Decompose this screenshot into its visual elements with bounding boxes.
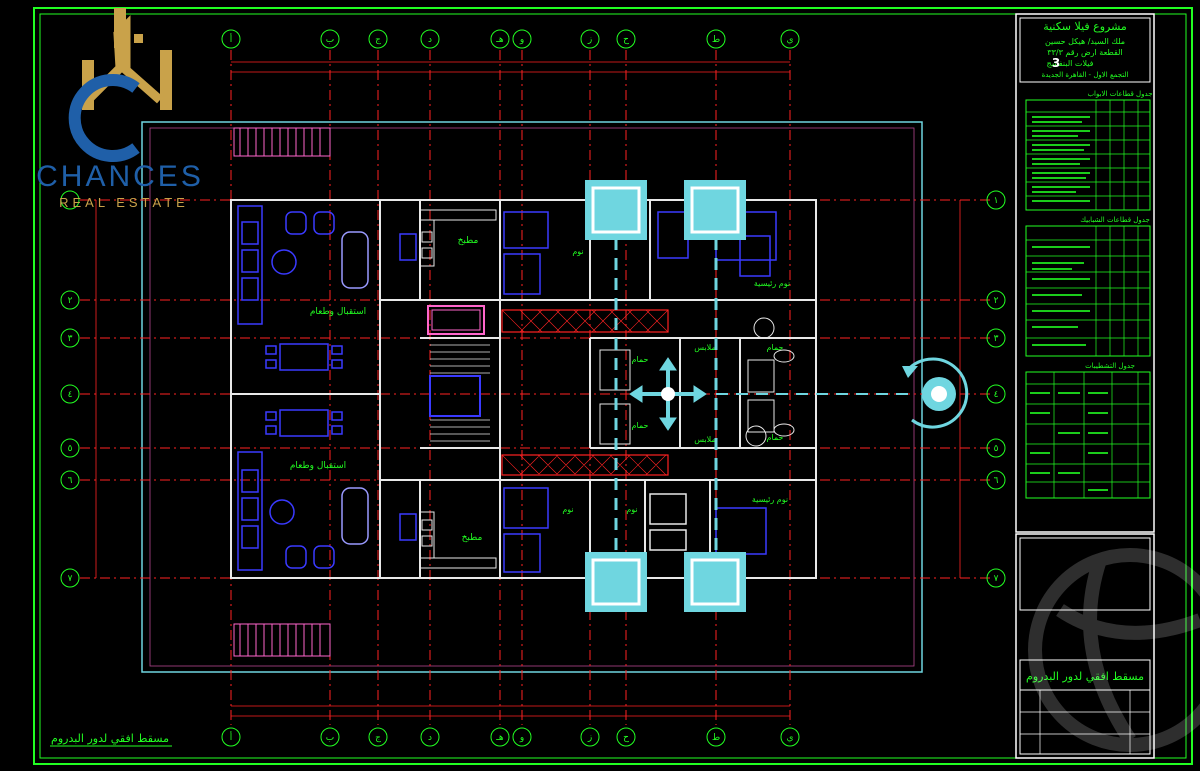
grid-label-left: ٧ xyxy=(68,574,73,584)
grid-label-bottom: ج xyxy=(375,733,381,743)
drawing-caption: مسقط افقي لدور البدروم xyxy=(51,732,169,745)
side-grid-bubbles xyxy=(60,190,1006,588)
grid-label-top: هـ xyxy=(495,35,504,45)
grid-label-top: ح xyxy=(623,35,629,45)
district-name: فيلات البنفسج xyxy=(1047,59,1094,68)
room-label-master-bedroom: نوم رئيسية xyxy=(752,495,788,504)
room-label-kitchen: مطبخ xyxy=(462,533,483,543)
finishes-table xyxy=(1025,371,1151,499)
room-label-kitchen: مطبخ xyxy=(458,236,479,246)
hotspot-bottom-left[interactable] xyxy=(585,552,647,612)
hotspot-top-left[interactable] xyxy=(585,180,647,240)
room-label-reception: استقبال وطعام xyxy=(290,461,346,471)
grid-label-bottom: أ xyxy=(230,731,233,743)
logo-brand-text: CHANCES xyxy=(36,160,204,193)
entrance-steps xyxy=(233,127,331,657)
windows-table xyxy=(1025,225,1151,357)
grid-label-bottom: و xyxy=(519,733,524,743)
room-label-bedroom: نوم xyxy=(572,247,583,256)
room-label-reception: استقبال وطعام xyxy=(310,307,366,317)
grid-label-top: و xyxy=(519,35,524,45)
grid-label-bottom: د xyxy=(428,733,432,743)
grid-lines xyxy=(80,50,990,725)
sheet-title: مسقط افقي لدور البدروم xyxy=(1026,670,1144,683)
grid-label-top: ز xyxy=(587,35,592,45)
grid-label-bottom: ط xyxy=(712,733,720,743)
grid-label-left: ٣ xyxy=(68,334,73,344)
grid-label-bottom: هـ xyxy=(495,733,504,743)
grid-label-left: ٢ xyxy=(68,296,73,306)
grid-label-top: ب xyxy=(326,35,334,45)
grid-label-top: د xyxy=(428,35,432,45)
grid-label-right: ١ xyxy=(994,196,999,206)
grid-label-top: ي xyxy=(786,35,793,45)
grid-label-bottom: ب xyxy=(326,733,334,743)
room-label-bathroom: حمام xyxy=(632,355,649,364)
grid-label-left: ٤ xyxy=(68,390,73,400)
room-label-bedroom: نوم xyxy=(562,505,573,514)
grid-label-right: ٣ xyxy=(994,334,999,344)
grid-label-right: ٥ xyxy=(994,444,999,454)
room-label-dressing: ملابس xyxy=(694,435,715,444)
windows-table-title: جدول قطاعات الشبابيك xyxy=(1080,216,1150,224)
owner-name: ملك السيد/ هيكل حسين xyxy=(1045,37,1125,46)
staircase xyxy=(429,344,490,442)
grid-label-bottom: ز xyxy=(587,733,592,743)
grid-label-right: ٢ xyxy=(994,296,999,306)
grid-label-right: ٦ xyxy=(994,476,999,486)
project-name: مشروع فيلا سكنية xyxy=(1043,20,1127,33)
finishes-table-title: جدول التشطيبات xyxy=(1085,362,1135,370)
doors-table-title: جدول قطاعات الابواب xyxy=(1087,90,1152,98)
area-name: التجمع الاول - القاهرة الجديدة xyxy=(1042,71,1129,79)
hotspot-bottom-right[interactable] xyxy=(684,552,746,612)
doors-table xyxy=(1025,99,1151,211)
building-walls xyxy=(230,199,817,579)
grid-label-top: ج xyxy=(375,35,381,45)
plot-number: القطعة ارض رقم ٣٣/٣ xyxy=(1047,48,1122,57)
district-number: 3 xyxy=(1052,56,1060,70)
top-grid-bubbles xyxy=(221,29,800,747)
move-arrows-icon[interactable] xyxy=(629,357,707,431)
logo-sub-text: REAL ESTATE xyxy=(59,195,189,210)
grid-label-bottom: ح xyxy=(623,733,629,743)
sheet-border-outer xyxy=(33,7,1193,765)
hotspot-guides xyxy=(614,238,910,556)
room-label-bathroom: حمام xyxy=(767,433,784,442)
grid-label-bottom: ي xyxy=(786,733,793,743)
grid-label-top: أ xyxy=(230,33,233,45)
room-label-bathroom: حمام xyxy=(767,343,784,352)
room-label-master-bedroom: نوم رئيسية xyxy=(754,279,790,288)
site-boundary xyxy=(141,121,923,673)
dimension-lines xyxy=(95,61,961,717)
room-label-bedroom: نوم xyxy=(626,505,637,514)
grid-label-right: ٤ xyxy=(994,390,999,400)
room-label-bathroom: حمام xyxy=(632,421,649,430)
company-logo: CHANCES REAL ESTATE xyxy=(36,8,204,210)
title-block: مشروع فيلا سكنية ملك السيد/ هيكل حسين ال… xyxy=(1015,13,1155,759)
grid-label-right: ٧ xyxy=(994,574,999,584)
room-label-dressing: ملابس xyxy=(694,343,715,352)
light-well xyxy=(427,305,669,476)
hotspot-top-right[interactable] xyxy=(684,180,746,240)
furniture xyxy=(237,205,777,573)
rotate-view-icon[interactable] xyxy=(902,357,969,429)
watermark-globe-icon xyxy=(1028,548,1200,752)
sheet-border-inner xyxy=(39,13,1187,759)
grid-label-top: ط xyxy=(712,35,720,45)
grid-label-left: ٦ xyxy=(68,476,73,486)
view-hotspot-squares xyxy=(585,180,746,612)
grid-label-left: ٥ xyxy=(68,444,73,454)
kitchen-counter xyxy=(419,209,497,569)
